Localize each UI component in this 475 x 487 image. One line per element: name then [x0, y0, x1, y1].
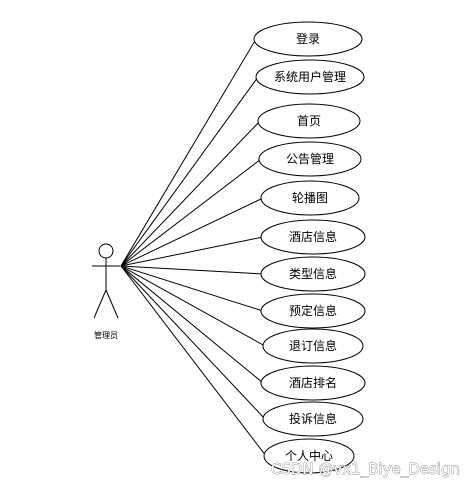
association-line [120, 38, 257, 267]
use-case-ellipse [260, 180, 360, 216]
use-case-ellipse [260, 365, 366, 401]
use-case: 轮播图 [260, 180, 360, 216]
association-line [120, 265, 264, 312]
association-line [120, 265, 267, 457]
association-line [120, 265, 264, 275]
use-case-ellipse [253, 21, 363, 57]
use-case: 公告管理 [258, 141, 362, 177]
association-line [120, 158, 262, 267]
association-line [120, 236, 264, 267]
use-case-ellipse [257, 103, 361, 139]
association-lines [120, 38, 267, 457]
use-case-label: 轮播图 [292, 191, 328, 205]
use-case: 类型信息 [260, 256, 366, 292]
use-case-label: 个人中心 [285, 448, 333, 463]
use-case-label: 公告管理 [286, 151, 334, 166]
use-case: 预定信息 [260, 293, 366, 329]
use-case: 系统用户管理 [255, 59, 365, 95]
use-case: 首页 [257, 103, 361, 139]
actor-left-leg [93, 289, 107, 319]
association-line [120, 265, 266, 347]
use-case-ellipse [262, 401, 364, 437]
use-case-label: 投诉信息 [289, 411, 337, 426]
use-case-label: 酒店信息 [289, 229, 337, 244]
use-case: 酒店排名 [260, 365, 366, 401]
use-case-label: 类型信息 [289, 266, 337, 281]
use-case-label: 登录 [296, 31, 320, 46]
use-case-ellipse [258, 141, 362, 177]
actor-right-leg [105, 289, 119, 319]
association-line [120, 197, 264, 267]
use-case-label: 预定信息 [289, 303, 337, 318]
use-case-label: 系统用户管理 [274, 69, 346, 84]
use-case: 退订信息 [262, 328, 364, 364]
use-case: 个人中心 [263, 438, 355, 474]
use-case-label: 酒店排名 [289, 375, 337, 390]
use-case-ellipse [262, 328, 364, 364]
use-case: 登录 [253, 21, 363, 57]
use-case-ellipse [255, 59, 365, 95]
use-case-ellipse [260, 219, 366, 255]
association-line [120, 76, 259, 267]
use-case-ellipse [260, 293, 366, 329]
actor-label: 管理员 [94, 330, 118, 340]
use-case-ellipse [260, 256, 366, 292]
actor-administrator [92, 243, 120, 319]
use-case-ellipse [263, 438, 355, 474]
actor-head [98, 243, 114, 259]
use-case-label: 首页 [297, 114, 321, 128]
association-line [120, 265, 264, 384]
association-line [120, 265, 266, 420]
watermark: CSDN @vx1_Biye_Design [271, 460, 460, 479]
use-case: 酒店信息 [260, 219, 366, 255]
use-case-list: 登录系统用户管理首页公告管理轮播图酒店信息类型信息预定信息退订信息酒店排名投诉信… [253, 21, 366, 474]
use-case-label: 退订信息 [289, 338, 337, 353]
use-case: 投诉信息 [262, 401, 364, 437]
association-line [120, 120, 261, 267]
